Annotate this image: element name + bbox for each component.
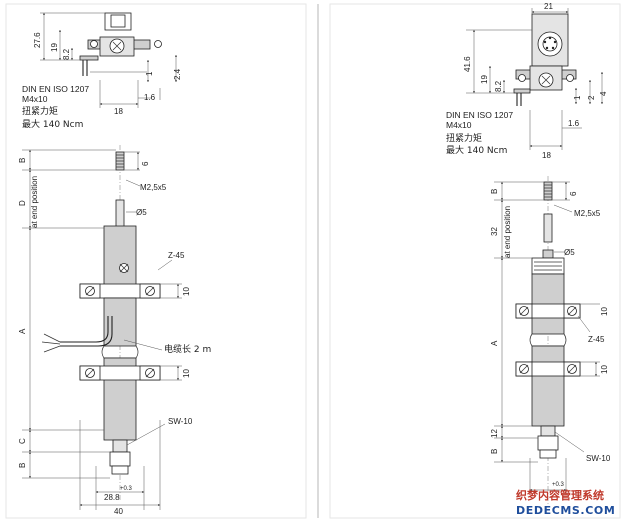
left-dim-18: 18 bbox=[114, 107, 123, 116]
right-dim-1-6: 1.6 bbox=[568, 119, 580, 128]
left-dim-19: 19 bbox=[50, 43, 59, 52]
left-note-torque-value: 最大 140 Ncm bbox=[22, 118, 83, 130]
right-note-screw: M4x10 bbox=[446, 120, 472, 130]
right-dim-10-upper: 10 bbox=[600, 307, 609, 316]
right-dim-B-top: B bbox=[490, 189, 499, 194]
right-dim-19: 19 bbox=[480, 75, 489, 84]
right-dim-8-2: 8.2 bbox=[494, 80, 503, 92]
left-dim-A: A bbox=[18, 328, 27, 334]
left-cable-length-label: 电缆长 2 m bbox=[164, 343, 211, 355]
right-dim-B-bottom: B bbox=[490, 449, 499, 454]
left-note-torque-label: 扭紧力矩 bbox=[22, 105, 58, 117]
left-dim-10-lower: 10 bbox=[182, 369, 191, 378]
left-note-standard: DIN EN ISO 1207 bbox=[22, 84, 89, 94]
left-dim-B-bottom: B bbox=[18, 463, 27, 468]
right-dim-18: 18 bbox=[542, 151, 551, 160]
left-dim-28-8: 28.8 bbox=[104, 493, 120, 502]
left-dim-40: 40 bbox=[114, 507, 123, 516]
right-dim-21: 21 bbox=[544, 2, 553, 11]
right-main-dimensions bbox=[494, 181, 600, 495]
right-clamp-label: Z-45 bbox=[588, 335, 605, 344]
left-thread-label: M2,5x5 bbox=[140, 183, 167, 192]
left-note-screw: M4x10 bbox=[22, 94, 48, 104]
left-dim-1-6: 1.6 bbox=[144, 93, 156, 102]
right-dim-12: 12 bbox=[490, 429, 499, 438]
left-sensor-drawing bbox=[41, 145, 161, 500]
right-sensor-drawing bbox=[515, 176, 581, 505]
left-diameter-label: Ø5 bbox=[136, 208, 147, 217]
left-dim-8-2: 8.2 bbox=[62, 48, 71, 60]
left-dim-C: C bbox=[18, 438, 27, 444]
right-wrench-label: SW-10 bbox=[586, 454, 611, 463]
right-dim-A: A bbox=[490, 340, 499, 346]
right-note-standard: DIN EN ISO 1207 bbox=[446, 110, 513, 120]
right-thread-label: M2,5x5 bbox=[574, 209, 601, 218]
right-tolerance-label: +0.3 bbox=[552, 482, 565, 488]
left-dim-6: 6 bbox=[141, 161, 150, 166]
left-wrench-label: SW-10 bbox=[168, 417, 193, 426]
right-dim-6: 6 bbox=[569, 191, 578, 196]
right-dim-2: 2 bbox=[587, 95, 596, 100]
right-dim-1: 1 bbox=[573, 95, 582, 100]
right-note-torque-value: 最大 140 Ncm bbox=[446, 144, 507, 156]
left-dim-D: D bbox=[18, 200, 27, 206]
left-main-dimensions bbox=[22, 149, 182, 510]
left-mounting-bracket-view bbox=[40, 12, 177, 108]
right-panel: 21 41.6 19 8.2 1 2 4 18 1.6 DIN EN ISO 1… bbox=[446, 2, 611, 505]
watermark-line1: 织梦内容管理系统 bbox=[516, 488, 604, 502]
left-clamp-label: Z-45 bbox=[168, 251, 185, 260]
panel-frames bbox=[5, 3, 621, 519]
left-at-end-position: at end position bbox=[30, 176, 39, 228]
right-dim-32: 32 bbox=[490, 227, 499, 236]
watermark-line2: DEDECMS.COM bbox=[516, 504, 615, 517]
right-connector-bracket-view bbox=[466, 8, 603, 150]
left-dim-10-upper: 10 bbox=[182, 287, 191, 296]
watermark: 织梦内容管理系统 DEDECMS.COM bbox=[516, 488, 615, 517]
left-dim-2-4: 2.4 bbox=[173, 68, 182, 80]
left-dim-B-top: B bbox=[18, 158, 27, 163]
right-diameter-label: Ø5 bbox=[564, 248, 575, 257]
right-dim-10-lower: 10 bbox=[600, 365, 609, 374]
left-dim-1: 1 bbox=[145, 71, 154, 76]
right-dim-41-6: 41.6 bbox=[463, 56, 472, 72]
left-tolerance-label: +0.3 bbox=[120, 486, 133, 492]
right-dim-4: 4 bbox=[599, 91, 608, 96]
left-panel: 27.6 19 8.2 1 2.4 18 1.6 DIN EN ISO 1207… bbox=[18, 12, 211, 516]
left-dim-27-6: 27.6 bbox=[33, 32, 42, 48]
right-note-torque-label: 扭紧力矩 bbox=[446, 132, 482, 144]
right-at-end-position: at end position bbox=[503, 206, 512, 258]
